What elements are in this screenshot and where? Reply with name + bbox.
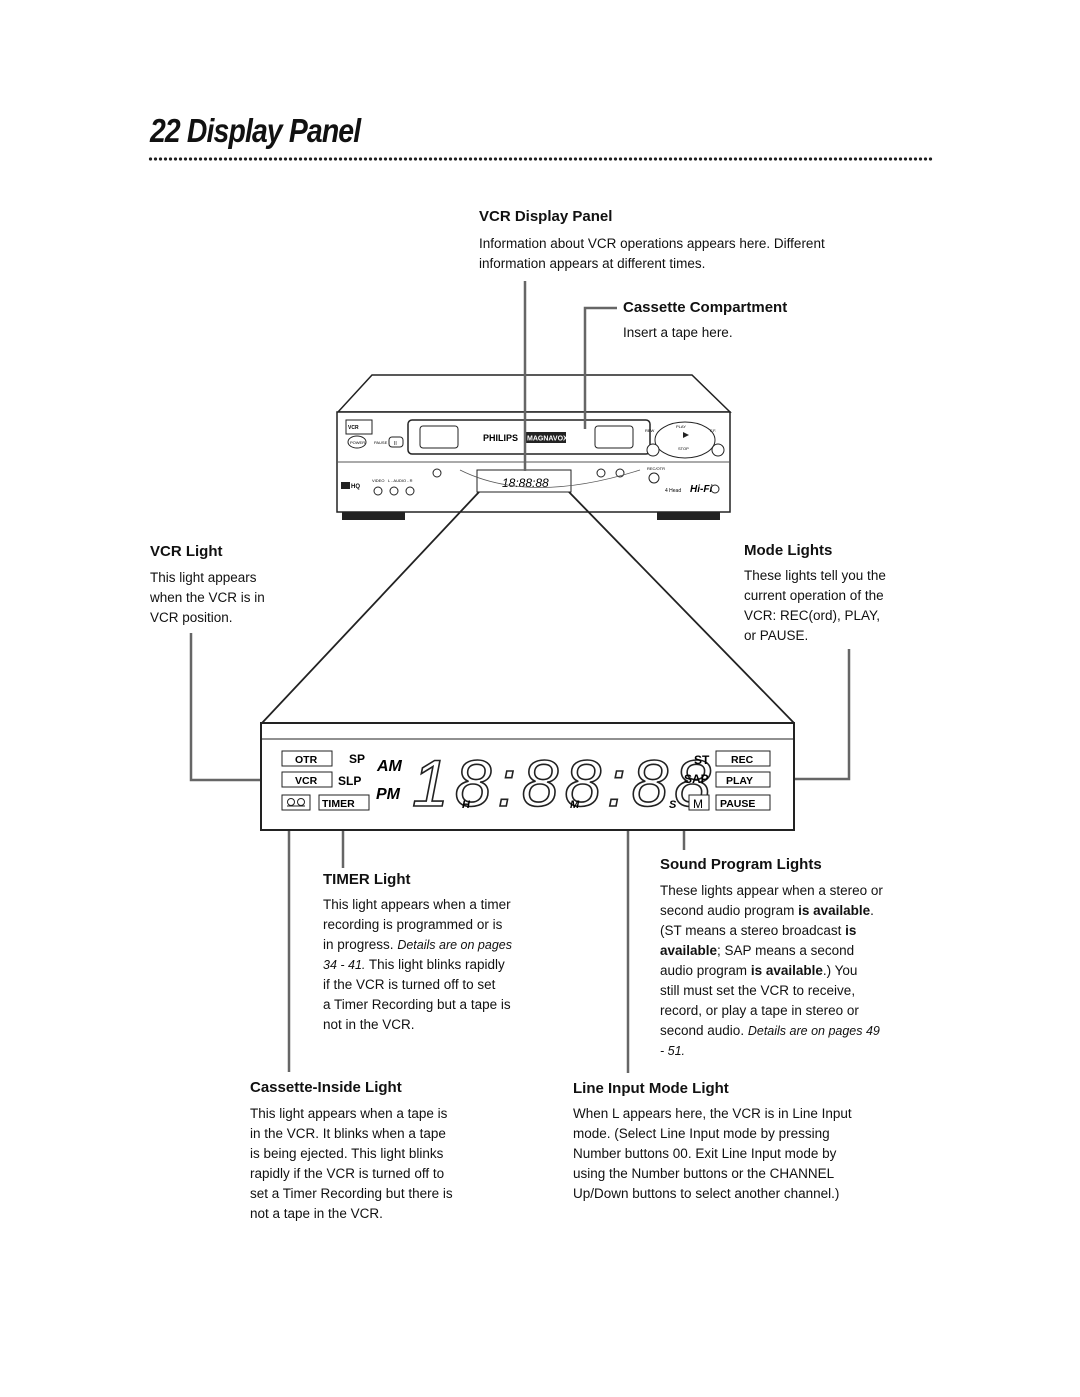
eject-label: II: [394, 441, 397, 447]
play-label: PLAY: [726, 775, 753, 787]
pm-label: PM: [376, 786, 401, 803]
line-mode-lights: [790, 649, 851, 781]
sp-label: SP: [349, 752, 365, 766]
am-label: AM: [376, 758, 403, 775]
line-vcr-light: [189, 633, 286, 782]
video-jack: [373, 486, 383, 496]
rec-indicator: [715, 750, 771, 767]
brand-philips: PHILIPS: [483, 433, 518, 443]
otr-indicator: [281, 750, 333, 767]
ff-button: [711, 443, 725, 457]
heading-vcr-light: VCR Light: [150, 543, 223, 560]
projection-right: [568, 491, 795, 724]
heading-cassette-compartment: Cassette Compartment: [623, 299, 788, 316]
dotted-divider: [148, 156, 933, 162]
play-indicator: [715, 771, 771, 788]
transport-dial: [654, 421, 716, 459]
power-label: POWER: [350, 440, 365, 445]
page-title: 22 Display Panel: [150, 112, 361, 149]
second-label: S: [669, 799, 677, 811]
line-input-label: M: [693, 797, 703, 811]
rew-button: [646, 443, 660, 457]
text-line-input-mode-light: When L appears here, the VCR is in Line …: [573, 1106, 852, 1201]
record-label: REC/OTR: [647, 466, 665, 471]
play-icon: [683, 432, 689, 438]
audio-l-jack: [389, 486, 399, 496]
record-button: [648, 472, 660, 484]
hq-label: HQ: [351, 484, 360, 490]
pause-indicator: [715, 794, 771, 811]
st-label: ST: [694, 753, 710, 767]
text-cassette-inside-light: This light appears when a tape is in the…: [250, 1106, 453, 1221]
brand-magnavox: MAGNAVOX: [527, 436, 568, 443]
vcr-plus-label: VCR: [348, 425, 359, 431]
heading-timer-light: TIMER Light: [323, 871, 411, 888]
sap-label: SAP: [684, 772, 709, 786]
channel-down-button: [596, 468, 606, 478]
brand-magnavox-box: [524, 432, 566, 443]
stop-label: STOP: [678, 446, 689, 451]
line-input-indicator: [688, 794, 710, 811]
vhs-logo: [341, 482, 350, 489]
cassette-window-right: [594, 425, 634, 449]
rew-label: REW: [645, 428, 655, 433]
front-curve: [459, 469, 641, 488]
minute-label: M: [570, 799, 580, 811]
rec-label: REC: [731, 754, 754, 766]
vcr-plus-logo: [345, 419, 373, 435]
hour-label: H: [462, 799, 471, 811]
heading-sound-program-lights: Sound Program Lights: [660, 856, 822, 873]
clock-digits: 18:88:88: [412, 746, 717, 820]
ff-label: F.F.: [710, 428, 716, 433]
text-vcr-display-panel: Information about VCR operations appears…: [479, 236, 825, 271]
pause-label: PAUSE: [720, 798, 755, 810]
timer-label: TIMER: [322, 798, 355, 810]
vcr-indicator: [281, 771, 333, 788]
audio-r-jack: [405, 486, 415, 496]
cassette-inside-indicator: [281, 794, 311, 811]
eject-button: [388, 436, 404, 448]
vcr-tv-button: [432, 468, 442, 478]
panel-frame: [260, 722, 795, 831]
text-sound-program-lights: These lights appear when a stereo or sec…: [660, 883, 883, 1058]
text-cassette-compartment: Insert a tape here.: [623, 325, 733, 340]
slp-label: SLP: [338, 774, 361, 788]
heading-vcr-display-panel: VCR Display Panel: [479, 208, 613, 225]
video-label: VIDEO: [372, 478, 384, 483]
text-vcr-light: This light appears when the VCR is in VC…: [150, 570, 265, 625]
heading-line-input-mode-light: Line Input Mode Light: [573, 1080, 729, 1097]
line-cassette-compartment: [583, 306, 617, 429]
vcr-label: VCR: [295, 775, 318, 787]
play-label: PLAY: [676, 424, 686, 429]
power-button: [347, 435, 367, 449]
timer-indicator: [318, 794, 370, 811]
text-timer-light: This light appears when a timer recordin…: [323, 897, 512, 1032]
cassette-window-left: [419, 425, 459, 449]
projection-left: [261, 491, 480, 724]
pause-label: PAUSE: [374, 440, 388, 445]
mini-display-digits: 18:88:88: [502, 476, 549, 490]
hifi-label: Hi-Fi: [690, 484, 712, 495]
heading-mode-lights: Mode Lights: [744, 542, 833, 559]
heading-cassette-inside-light: Cassette-Inside Light: [250, 1079, 402, 1096]
audio-label: L - AUDIO - R: [388, 478, 413, 483]
hifi-indicator: [710, 484, 720, 494]
otr-label: OTR: [295, 754, 318, 766]
text-mode-lights: These lights tell you the current operat…: [744, 568, 886, 643]
speed-label: 4 Head: [665, 488, 681, 494]
